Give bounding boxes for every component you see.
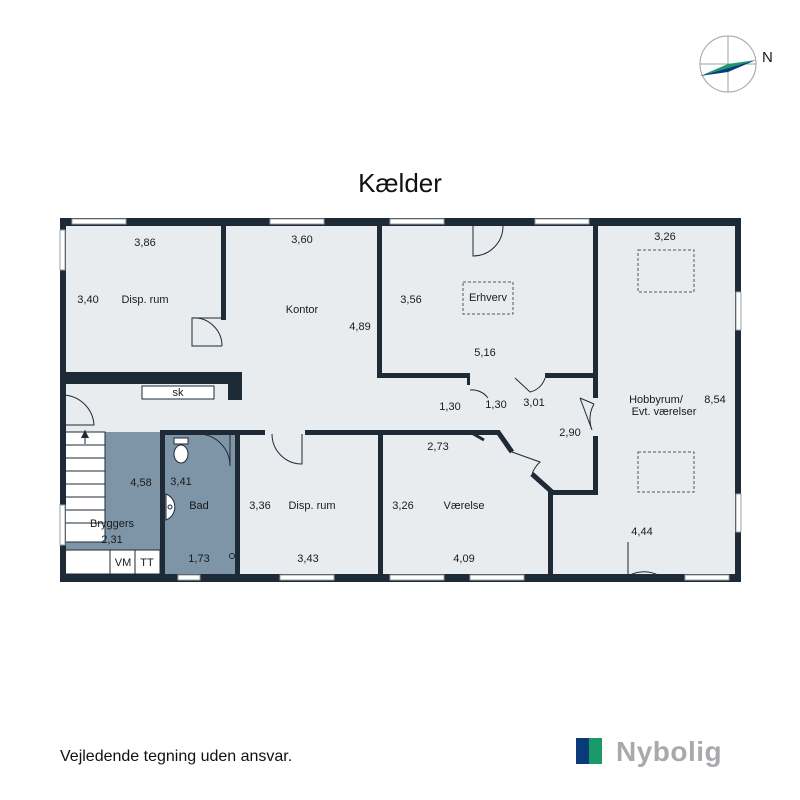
kontor-width: 3,60 xyxy=(291,234,312,246)
diagonal-wall-1 xyxy=(495,430,515,454)
vaerelse-width: 4,09 xyxy=(453,553,474,565)
closet xyxy=(141,385,215,400)
erhverv-width: 5,16 xyxy=(474,347,495,359)
staircase xyxy=(64,430,106,543)
bryggers-width: 2,31 xyxy=(101,534,122,546)
disp-rum-1-depth: 3,40 xyxy=(77,294,98,306)
vaerelse-depth: 3,26 xyxy=(392,500,413,512)
doors xyxy=(61,225,661,577)
gang-d1: 1,30 xyxy=(439,401,460,413)
bryggers-name: Bryggers xyxy=(90,518,135,530)
nybolig-logo-text: Nybolig xyxy=(616,736,723,767)
gang-d2: 1,30 xyxy=(485,399,506,411)
sink-icon xyxy=(165,493,176,521)
hobbyrum-name-line1: Hobbyrum/ xyxy=(629,394,684,406)
toilet-icon xyxy=(173,437,189,464)
disp-rum-2-name: Disp. rum xyxy=(288,500,335,512)
washing-machine-label: VM xyxy=(115,557,132,569)
bad-depth: 3,41 xyxy=(170,476,191,488)
bad-name: Bad xyxy=(189,500,209,512)
north-label: N xyxy=(762,49,773,66)
erhverv-depth: 3,56 xyxy=(400,294,421,306)
gang-d3: 3,01 xyxy=(523,397,544,409)
disp-rum-1-name: Disp. rum xyxy=(121,294,168,306)
gang-d5: 2,73 xyxy=(427,441,448,453)
disp-rum-2-depth: 3,36 xyxy=(249,500,270,512)
vaerelse-name: Værelse xyxy=(444,500,485,512)
interior-walls xyxy=(60,226,598,578)
windows xyxy=(59,218,742,581)
gang-d4: 2,90 xyxy=(559,427,580,439)
bryggers-depth: 4,58 xyxy=(130,477,151,489)
closet-label: sk xyxy=(173,387,185,399)
bad-width: 1,73 xyxy=(188,553,209,565)
disp-rum-2-width: 3,43 xyxy=(297,553,318,565)
diagonal-wall-3 xyxy=(469,430,485,442)
kontor-depth: 4,89 xyxy=(349,321,370,333)
compass-needle-south xyxy=(700,60,756,76)
disclaimer-text: Vejledende tegning uden ansvar. xyxy=(60,748,293,765)
tumble-dryer-label: TT xyxy=(140,557,154,569)
erhverv-name: Erhverv xyxy=(469,292,507,304)
hobbyrum-depth: 8,54 xyxy=(704,394,725,406)
diagonal-wall-2 xyxy=(530,472,554,494)
floor-title: Kælder xyxy=(358,168,442,198)
nybolig-logo-mark-icon xyxy=(576,738,602,764)
hobbyrum-width: 3,26 xyxy=(654,231,675,243)
compass: N xyxy=(699,35,773,93)
nybolig-logo: Nybolig xyxy=(576,736,756,768)
disp-rum-1-width: 3,86 xyxy=(134,237,155,249)
hobbyrum-name-line2: Evt. værelser xyxy=(632,406,697,418)
skylights xyxy=(462,249,695,493)
shower-drain-icon xyxy=(229,553,235,559)
hobbyrum-bottom: 4,44 xyxy=(631,526,652,538)
kontor-name: Kontor xyxy=(286,304,319,316)
